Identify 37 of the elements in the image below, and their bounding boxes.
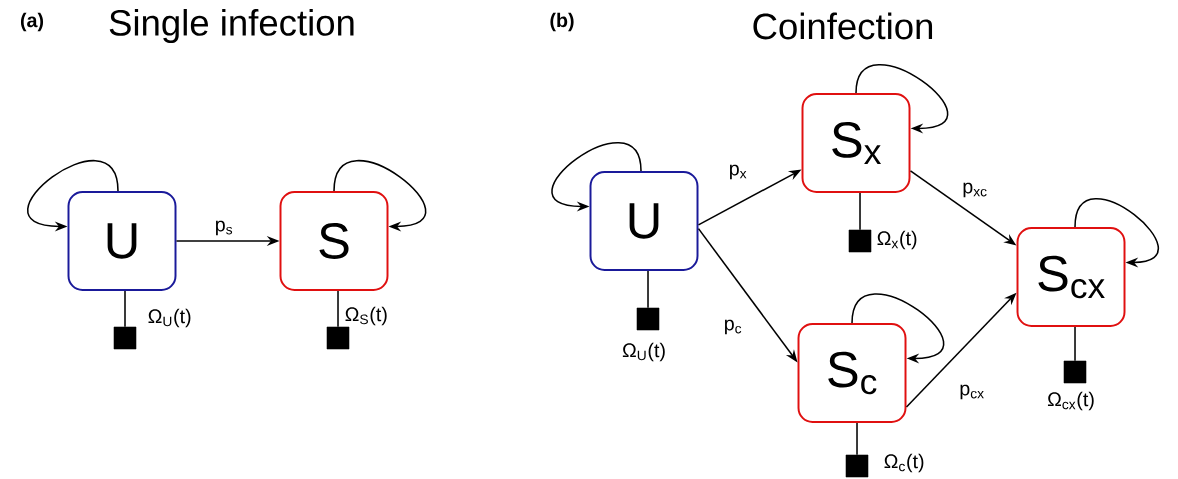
panel-title: Single infection	[109, 8, 354, 44]
sink-square	[326, 326, 350, 350]
state-box: U	[589, 171, 699, 271]
rate-label: Ω$_{c}$(t)	[884, 453, 924, 473]
self-loop-arrow	[851, 293, 945, 364]
rate-label: Ω$_{U}$(t)	[148, 308, 191, 328]
sink-square	[1063, 360, 1087, 384]
connector-line	[1074, 326, 1076, 362]
sink-square	[636, 307, 660, 331]
panel-title: Coinfection	[753, 12, 933, 40]
rate-label: Ω$_{U}$(t)	[622, 342, 665, 362]
edge-label: p$_{x}$	[730, 164, 747, 180]
connector-line	[124, 290, 126, 328]
state-box: S	[279, 191, 389, 291]
state-box: U	[67, 191, 177, 291]
edge-label: p$_{xc}$	[963, 182, 987, 198]
panel-letter: (a)	[20, 12, 44, 32]
connector-line	[647, 270, 649, 309]
state-box: S$_{c}$	[797, 323, 907, 423]
rate-label: Ω$_{S}$(t)	[345, 306, 387, 326]
rate-label: Ω$_{cx}$(t)	[1047, 391, 1094, 411]
rate-label: Ω$_{x}$(t)	[877, 230, 917, 250]
state-box: S$_{cx}$	[1016, 227, 1126, 327]
self-loop-arrow	[1074, 198, 1159, 268]
edge-label: p$_{c}$	[725, 319, 742, 335]
state-box: S$_{x}$	[801, 93, 911, 193]
connector-line	[856, 422, 858, 456]
connector-line	[337, 290, 339, 328]
connector-line	[859, 192, 861, 231]
sink-square	[113, 326, 137, 350]
sink-square	[845, 454, 869, 478]
self-loop-arrow	[855, 64, 949, 134]
sink-square	[848, 229, 872, 253]
edge-label: p$_{cx}$	[960, 384, 984, 400]
edge-label: p$_{s}$	[216, 220, 233, 236]
panel-letter: (b)	[550, 12, 574, 32]
self-loop-arrow	[333, 159, 427, 232]
